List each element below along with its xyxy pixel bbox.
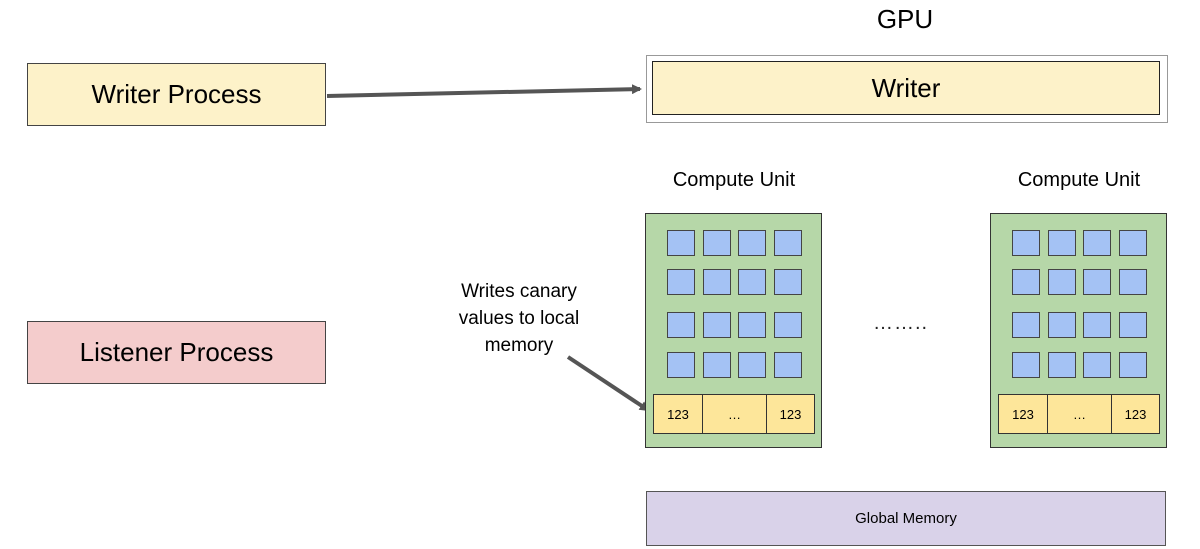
core-cell (667, 269, 695, 295)
annotation-text: Writes canary values to local memory (436, 278, 602, 359)
more-compute-units-ellipsis: …….. (873, 312, 929, 334)
local-memory-cell: 123 (654, 395, 703, 433)
core-cell (1119, 269, 1147, 295)
core-cell (1083, 269, 1111, 295)
gpu-label: GPU (876, 4, 934, 34)
compute-unit-label: Compute Unit (672, 169, 796, 191)
annotation-to-local-memory-arrow (566, 355, 650, 412)
writer-process-box: Writer Process (27, 63, 326, 126)
core-cell (703, 269, 731, 295)
compute-unit-label: Compute Unit (1017, 169, 1141, 191)
annotation-line: Writes canary (461, 281, 577, 302)
core-cell (703, 230, 731, 256)
core-cell (1119, 230, 1147, 256)
annotation-line: values to local (458, 308, 580, 329)
core-cell (667, 312, 695, 338)
local-memory-cell: 123 (779, 406, 802, 422)
core-cell (1119, 352, 1147, 378)
core-cell (703, 352, 731, 378)
gpu-writer-box: Writer (652, 61, 1160, 115)
core-cell (1119, 312, 1147, 338)
core-cell (738, 312, 766, 338)
local-memory-cell: … (1048, 395, 1112, 433)
core-cell (667, 352, 695, 378)
gpu-writer-label: Writer (871, 72, 941, 103)
core-cell (1048, 312, 1076, 338)
core-cell (1048, 352, 1076, 378)
listener-process-label: Listener Process (79, 337, 274, 367)
core-cell (738, 352, 766, 378)
core-cell (667, 230, 695, 256)
writer-to-gpu-arrow (326, 84, 642, 98)
local-memory-cell: 123 (999, 395, 1048, 433)
core-cell (1083, 352, 1111, 378)
local-memory-cell: 123 (1124, 406, 1147, 422)
listener-process-box: Listener Process (27, 321, 326, 384)
local-memory-row: 123 … 123 (998, 394, 1160, 434)
core-cell (774, 269, 802, 295)
core-cell (1012, 269, 1040, 295)
core-cell (1012, 312, 1040, 338)
core-cell (774, 230, 802, 256)
local-memory-row: 123 … 123 (653, 394, 815, 434)
core-cell (1048, 230, 1076, 256)
core-cell (1012, 352, 1040, 378)
core-cell (1083, 230, 1111, 256)
compute-unit: 123 … 123 (645, 213, 822, 448)
core-cell (774, 312, 802, 338)
core-cell (703, 312, 731, 338)
core-cell (1083, 312, 1111, 338)
local-memory-cell: … (703, 395, 767, 433)
compute-unit: 123 … 123 (990, 213, 1167, 448)
writer-process-label: Writer Process (91, 79, 262, 109)
core-cell (1048, 269, 1076, 295)
core-cell (1012, 230, 1040, 256)
core-cell (738, 230, 766, 256)
global-memory-box: Global Memory (646, 491, 1166, 546)
core-cell (774, 352, 802, 378)
annotation-line: memory (484, 335, 554, 356)
global-memory-label: Global Memory (855, 510, 957, 527)
core-cell (738, 269, 766, 295)
